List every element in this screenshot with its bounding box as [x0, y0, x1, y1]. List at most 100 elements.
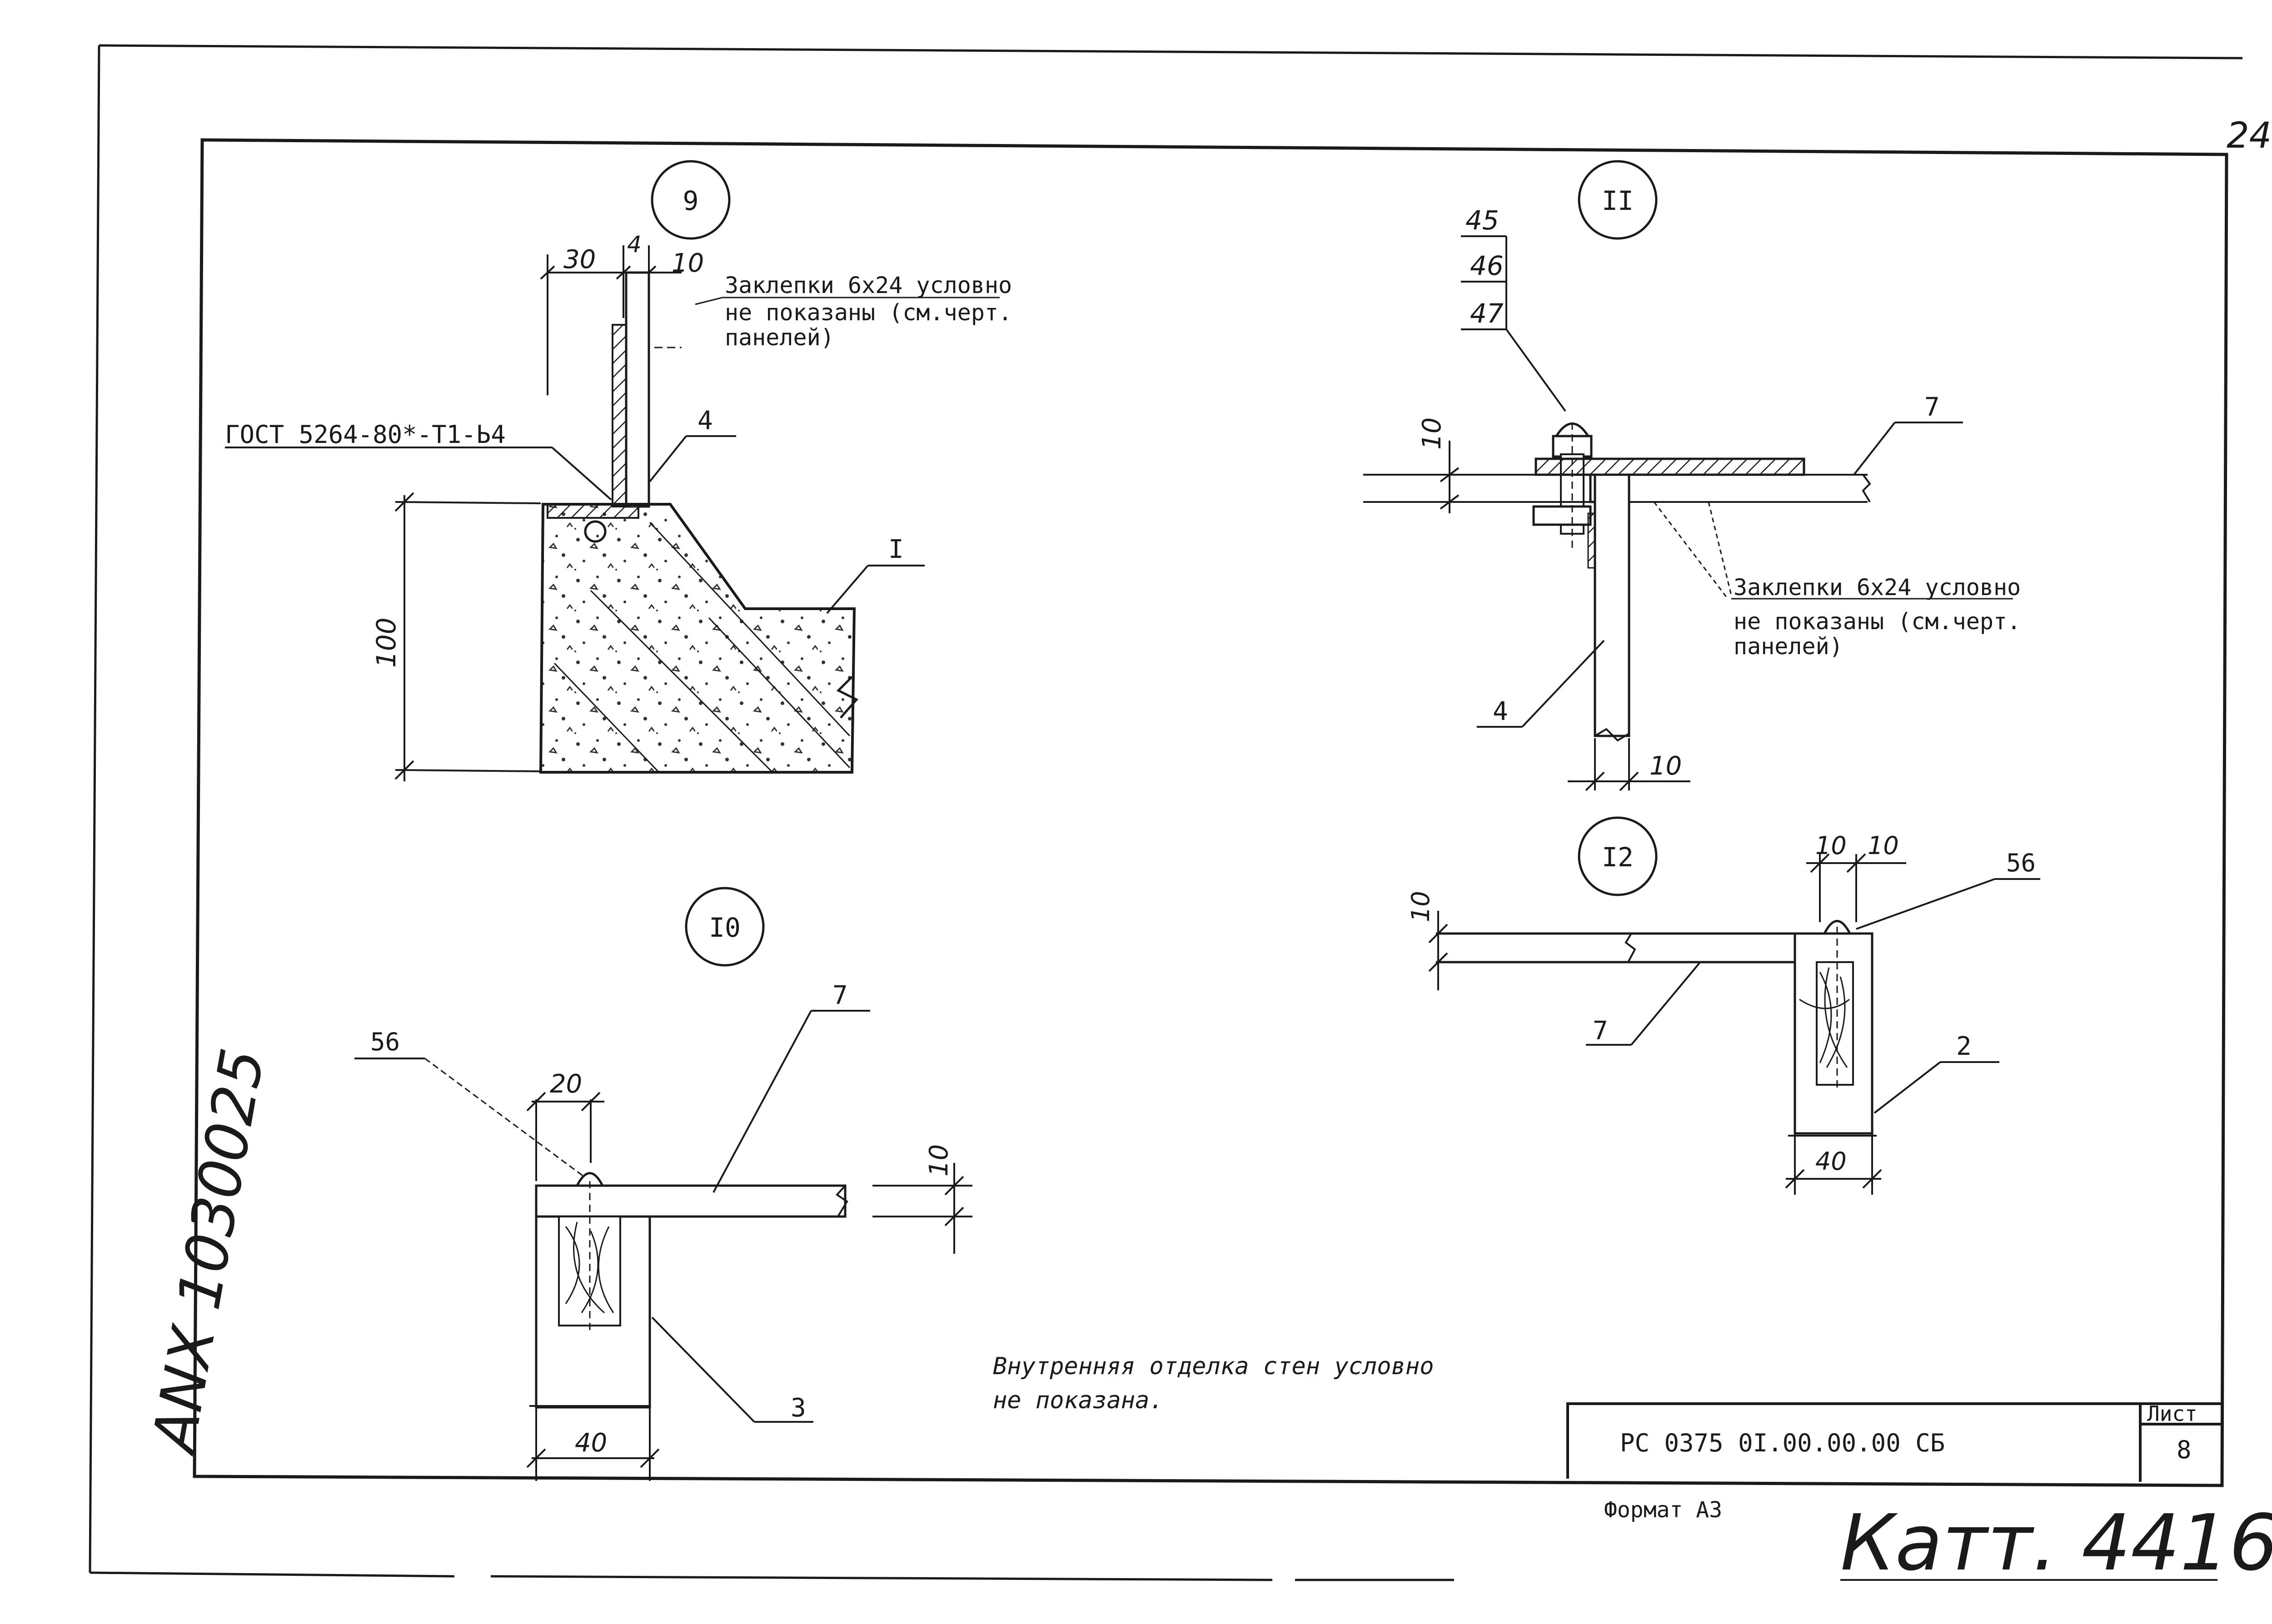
detail-11-dim-10-bottom-lines — [1568, 738, 1690, 791]
detail-10-break-mark — [835, 1185, 848, 1217]
detail-11-pos-47: 47 — [1470, 298, 1504, 329]
title-block-designation: РС 0375 0I.00.00.00 СБ — [1620, 1429, 1945, 1457]
detail-12-dim-10-b: 10 — [1868, 831, 1899, 860]
detail-12-dim-10-a: 10 — [1815, 831, 1847, 860]
detail-9-rivet-note-line3: панелей) — [725, 324, 834, 351]
detail-11-callout-7: 7 — [1924, 392, 1940, 422]
page-number: 24 — [2227, 115, 2272, 156]
detail-12-dim-10-left-lines — [1428, 911, 1448, 990]
detail-9-rivet-leader — [695, 297, 723, 305]
detail-10-callout-7: 7 — [832, 981, 848, 1010]
detail-9-marker-circle — [651, 160, 731, 240]
detail-9-callout-4-leader — [649, 435, 687, 482]
detail-10-dim-20: 20 — [550, 1069, 582, 1099]
detail-10-callout-7-leader — [712, 1010, 812, 1193]
detail-12-callout-7-leader — [1630, 962, 1700, 1046]
detail-10-marker: I0 — [709, 912, 741, 943]
detail-11-callout-7-leader — [1853, 422, 1896, 476]
detail-10-callout-3: 3 — [791, 1393, 806, 1423]
detail-11-dim-10-bottom: 10 — [1649, 751, 1682, 781]
detail-11-pos-45: 45 — [1465, 205, 1499, 236]
format-label: Формат А3 — [1604, 1497, 1722, 1523]
detail-11-rivet-note-line3: панелей) — [1734, 633, 1843, 660]
detail-10-callout-56: 56 — [370, 1028, 400, 1056]
title-block — [1566, 1402, 2222, 1482]
detail-9-profile-web — [625, 271, 650, 508]
detail-9-marker: 9 — [683, 185, 699, 216]
detail-11-web-break — [1594, 728, 1630, 742]
detail-11-position-stack — [1461, 235, 1566, 412]
detail-12-callout-56-leader — [1856, 878, 1995, 930]
detail-9-gost-label: ГОСТ 5264-80*-Т1-Ь4 — [225, 420, 506, 449]
detail-9-callout-4: 4 — [698, 406, 713, 436]
detail-11-bolt-head — [1554, 422, 1590, 437]
title-block-sheet-label: Лист — [2147, 1401, 2197, 1426]
detail-10-rivet-head — [576, 1172, 604, 1187]
detail-11-profile-hatch — [1587, 512, 1596, 569]
detail-12-marker: I2 — [1602, 842, 1634, 873]
detail-9: 9 30 4 10 — [225, 160, 1012, 781]
detail-10-insulation-scribble — [565, 1222, 614, 1314]
detail-10-dim-40: 40 — [575, 1428, 607, 1458]
detail-12-dim-40-lines — [1785, 1133, 1882, 1195]
detail-9-rivet — [584, 520, 607, 543]
detail-11: II 45 46 47 1 — [1363, 160, 2021, 791]
detail-9-base-plate — [547, 503, 639, 519]
detail-10-dim-10: 10 — [924, 1144, 954, 1177]
detail-11-marker-circle — [1578, 160, 1658, 240]
detail-11-profile-web — [1594, 473, 1630, 737]
detail-10-dim-20-lines — [526, 1092, 604, 1181]
detail-9-dim-100: 100 — [371, 617, 402, 668]
detail-9-callout-1-leader — [826, 565, 869, 614]
detail-10-callout-56-leader — [424, 1058, 584, 1177]
detail-10: I0 56 7 3 20 — [354, 887, 972, 1481]
detail-9-top-dimensions — [540, 245, 682, 395]
detail-12-dim-10-left: 10 — [1406, 891, 1435, 922]
detail-12: I2 56 7 2 10 10 — [1406, 816, 2040, 1195]
detail-10-panel — [535, 1184, 847, 1218]
detail-10-callout-3-leader — [651, 1316, 755, 1423]
detail-9-rivet-note-line2: не показаны (см.черт. — [725, 299, 1012, 326]
detail-9-dim-30: 30 — [563, 245, 596, 274]
title-block-sheet-number: 8 — [2177, 1435, 2192, 1464]
drawing-frame — [193, 138, 2228, 1487]
detail-9-dim-4: 4 — [627, 231, 642, 258]
archive-number: ANX 1030025 — [139, 1043, 278, 1459]
detail-11-rivet-note-line2: не показаны (см.черт. — [1734, 608, 2021, 635]
detail-11-rivet-leaders — [1653, 502, 1732, 598]
detail-11-pos-46: 46 — [1470, 250, 1504, 281]
detail-9-slope-lines — [553, 521, 851, 773]
detail-10-marker-circle — [685, 887, 765, 967]
detail-11-dim-10-left: 10 — [1417, 417, 1447, 450]
general-note-line2: не показана. — [993, 1387, 1164, 1414]
detail-12-break-mark — [1624, 933, 1636, 963]
detail-9-callout-1: I — [888, 535, 904, 564]
detail-12-dim-40: 40 — [1815, 1147, 1847, 1176]
detail-9-concrete-block — [539, 503, 856, 774]
detail-11-dim-10-left-lines — [1440, 441, 1460, 513]
detail-12-callout-7: 7 — [1593, 1016, 1608, 1046]
detail-11-rivet-note-line1: Заклепки 6х24 условно — [1734, 574, 2021, 601]
detail-11-callout-4: 4 — [1493, 697, 1508, 726]
detail-11-panel — [1535, 457, 1805, 476]
detail-11-break-mark — [1862, 474, 1871, 503]
detail-9-plate — [612, 324, 627, 507]
detail-12-callout-2: 2 — [1956, 1032, 1972, 1061]
detail-9-break-mark — [836, 676, 859, 719]
detail-9-gost-leader — [551, 447, 612, 501]
general-note-line1: Внутренняя отделка стен условно — [993, 1353, 1434, 1380]
detail-11-bolt-lower-nut — [1532, 505, 1592, 526]
detail-9-dim-100-lines — [394, 492, 541, 781]
detail-12-insulation-scribble — [1799, 967, 1850, 1068]
detail-10-dim-40-lines — [526, 1405, 660, 1481]
detail-9-rivet-note-line1: Заклепки 6х24 условно — [725, 272, 1012, 298]
detail-12-callout-2-leader — [1873, 1061, 1941, 1114]
catalog-signature: Катт. 4416 — [1840, 1498, 2272, 1588]
detail-12-callout-56: 56 — [2006, 849, 2036, 877]
detail-12-top-dim-lines — [1806, 853, 1906, 922]
detail-11-callout-4-leader — [1521, 640, 1605, 728]
detail-12-rivet-head — [1823, 920, 1851, 934]
detail-9-dim-10: 10 — [672, 248, 704, 278]
detail-11-marker: II — [1602, 185, 1634, 216]
